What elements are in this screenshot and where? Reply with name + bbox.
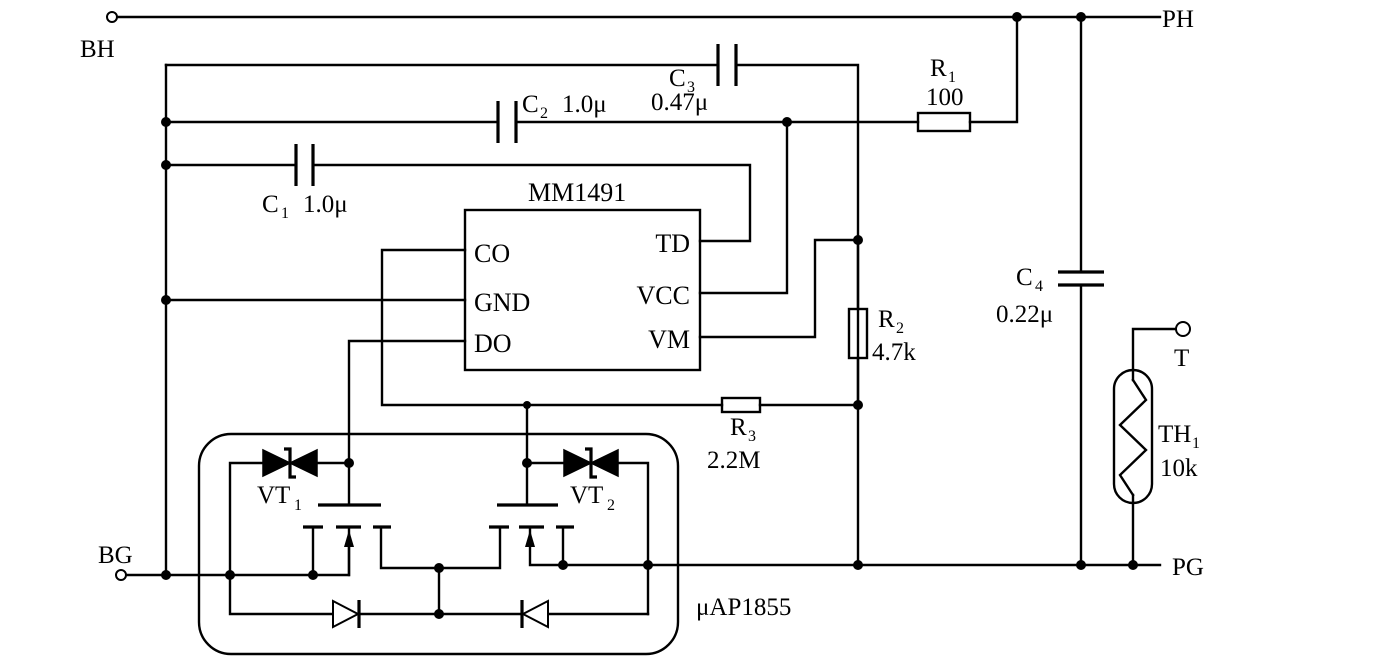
- wire-vm: [698, 238, 860, 339]
- label-c1-letter: C: [262, 191, 279, 218]
- capacitor-c1: [294, 144, 315, 186]
- label-c3-index: 3: [687, 79, 695, 96]
- label-vt2-index: 2: [607, 497, 615, 514]
- wire-c1-line: [164, 163, 752, 243]
- resistor-r1: [916, 111, 972, 133]
- label-r3-value: 2.2M: [707, 447, 760, 474]
- wire-c2-line: [164, 15, 1019, 124]
- wire-bg: [123, 525, 351, 577]
- ic-pin-td: TD: [655, 229, 690, 258]
- label-bg: BG: [98, 542, 133, 569]
- terminal-t: [1175, 321, 1191, 337]
- wire-vt2-out: [528, 525, 1162, 567]
- label-c2-letter: C: [522, 91, 539, 118]
- terminal-bh: [106, 11, 118, 23]
- label-c4-letter: C: [1016, 264, 1033, 291]
- label-th1-index: 1: [1192, 435, 1200, 452]
- ic-pin-vcc: VCC: [637, 281, 690, 310]
- label-c3-letter: C: [669, 65, 686, 92]
- label-bh: BH: [80, 36, 115, 63]
- label-r1-index: 1: [948, 69, 956, 86]
- label-vt1-letter: VT: [257, 482, 290, 509]
- capacitor-c3: [716, 44, 738, 86]
- zener-diode-vt1: [262, 447, 318, 479]
- diode-left: [332, 599, 361, 629]
- ic-pin-vm: VM: [648, 325, 690, 354]
- ic-mm1491-body: [463, 208, 702, 372]
- capacitor-c4: [1058, 270, 1104, 287]
- mosfet-vt2: [489, 503, 574, 547]
- label-r1-value: 100: [926, 84, 964, 111]
- label-r1-letter: R: [930, 55, 947, 82]
- terminal-bg: [115, 569, 127, 581]
- label-t: T: [1174, 345, 1189, 372]
- zener-diode-vt2: [563, 447, 619, 479]
- label-c4-index: 4: [1035, 278, 1043, 295]
- wire-common-source: [379, 525, 502, 570]
- wire-co: [380, 248, 860, 407]
- label-c4-value: 0.22μ: [996, 301, 1053, 328]
- label-vt2-letter: VT: [570, 482, 603, 509]
- ic-name: MM1491: [528, 178, 626, 207]
- label-r2-index: 2: [896, 320, 904, 337]
- label-c2-value: 1.0μ: [562, 91, 607, 118]
- module-uap1855-outline: [197, 432, 680, 656]
- label-ph: PH: [1162, 6, 1194, 33]
- junctions: [161, 12, 1138, 619]
- ic-pin-co: CO: [474, 239, 510, 268]
- label-th1-value: 10k: [1160, 455, 1198, 482]
- diode-right: [520, 599, 549, 629]
- wire-do: [347, 339, 467, 507]
- capacitor-c2: [496, 101, 518, 143]
- label-c3-value: 0.47μ: [651, 89, 708, 116]
- label-c1-value: 1.0μ: [303, 191, 348, 218]
- label-r2-letter: R: [878, 306, 895, 333]
- resistor-r3: [720, 396, 762, 414]
- module-name: μAP1855: [696, 594, 791, 621]
- label-c2-index: 2: [540, 105, 548, 122]
- mosfet-vt1: [303, 503, 391, 577]
- wire-thermistor: [1131, 327, 1180, 567]
- ic-pin-do: DO: [474, 329, 512, 358]
- label-c1-index: 1: [281, 205, 289, 222]
- label-r3-letter: R: [730, 414, 747, 441]
- label-pg: PG: [1172, 554, 1204, 581]
- label-th1-letter: TH: [1158, 421, 1191, 448]
- label-r2-value: 4.7k: [872, 339, 916, 366]
- ic-pin-gnd: GND: [474, 288, 530, 317]
- wire-vcc: [698, 120, 789, 295]
- label-r3-index: 3: [748, 428, 756, 445]
- wire-vt1-drain: [228, 461, 351, 577]
- label-vt1-index: 1: [294, 497, 302, 514]
- thermistor-th1: [1112, 368, 1154, 505]
